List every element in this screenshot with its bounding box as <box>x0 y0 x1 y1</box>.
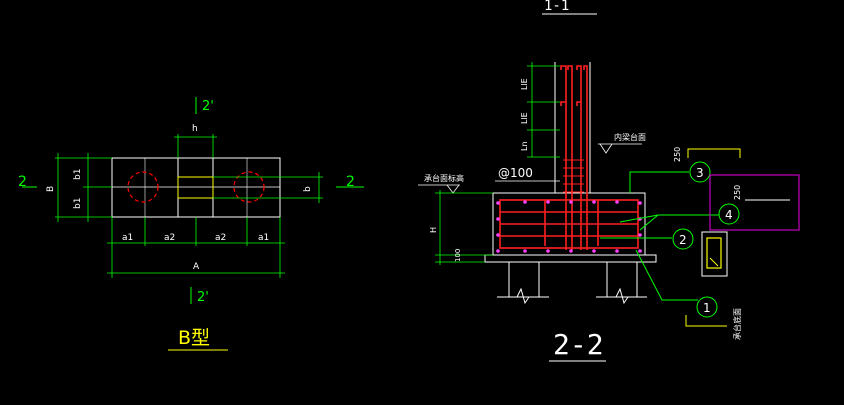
dim-h-label: h <box>192 124 198 134</box>
break-left <box>497 287 549 305</box>
pile-right <box>233 171 265 203</box>
column-cap <box>177 176 214 199</box>
section-label-right: 2 <box>346 174 355 190</box>
cap-top-symbol <box>446 184 460 194</box>
cap-rebars <box>499 199 639 249</box>
detail-4-box <box>709 174 800 231</box>
cap-bottom-note: 承台底面 <box>732 308 742 340</box>
detail-2-stirrup <box>706 237 722 269</box>
base-plate <box>484 254 657 263</box>
dim-h <box>174 134 217 158</box>
callout-4-circle <box>718 203 740 225</box>
dim-H-label: H <box>429 227 438 233</box>
pile-right <box>606 261 638 298</box>
dim-column <box>527 62 560 158</box>
dim-b1-bottom-label: b1 <box>73 198 83 209</box>
dim-250-right: 250 <box>733 185 742 200</box>
section-view: 1-1 <box>418 0 800 362</box>
dim-a1-right-label: a1 <box>258 233 269 243</box>
top-title: 1-1 <box>544 0 569 14</box>
dim-b <box>213 172 323 203</box>
dim-A-label: A <box>193 262 200 272</box>
dim-b1-top-label: b1 <box>73 169 83 180</box>
inner-top-label: 内梁台面 <box>614 132 646 142</box>
callout-leaders <box>600 171 719 301</box>
break-right <box>596 287 647 305</box>
inner-top-symbol <box>599 143 613 154</box>
section-label-left: 2 <box>18 174 27 190</box>
pile-left <box>127 171 159 203</box>
cap-top-label: 承台面标高 <box>424 173 464 183</box>
detail-2-hook <box>709 257 719 267</box>
column-stirrups <box>563 159 584 193</box>
label-lle-1: LlE <box>520 78 529 90</box>
column-rebars <box>560 65 588 250</box>
dim-a2-left-label: a2 <box>164 233 175 243</box>
callout-3-circle <box>689 161 711 183</box>
dim-a1-left-label: a1 <box>122 233 133 243</box>
callout-4-label: 4 <box>725 208 733 222</box>
dim-H <box>435 190 493 265</box>
plan-view: 2 2 2' 2' h B b1 b1 b <box>18 97 364 351</box>
cap-outline <box>111 157 281 218</box>
pile-left <box>508 261 540 298</box>
callout-1-circle <box>696 296 718 318</box>
detail-3-bar <box>687 148 741 158</box>
dim-a2-right-label: a2 <box>215 233 226 243</box>
callout-1-label: 1 <box>703 301 711 315</box>
section-title: 2-2 <box>553 328 604 361</box>
dim-100-label: 100 <box>454 249 462 262</box>
dim-250-top: 250 <box>673 147 682 162</box>
rebar-dots <box>496 200 642 253</box>
callout-2-circle <box>672 228 694 250</box>
callout-3-label: 3 <box>696 166 704 180</box>
plan-title: B型 <box>178 327 210 349</box>
column-outline <box>177 157 214 218</box>
dim-b-label: b <box>303 186 313 192</box>
dim-B-label: B <box>46 186 56 192</box>
detail-2-frame <box>701 231 728 277</box>
section-label-top: 2' <box>202 99 214 114</box>
dim-a-chain <box>107 217 285 278</box>
section-label-bottom: 2' <box>197 290 209 305</box>
callout-2-label: 2 <box>679 233 687 247</box>
stirrup-label: @100 <box>498 166 533 180</box>
label-lle-2: LlE <box>520 112 529 124</box>
detail-1-bar <box>685 315 727 327</box>
dim-B <box>55 153 112 222</box>
label-ln: Ln <box>520 141 529 151</box>
